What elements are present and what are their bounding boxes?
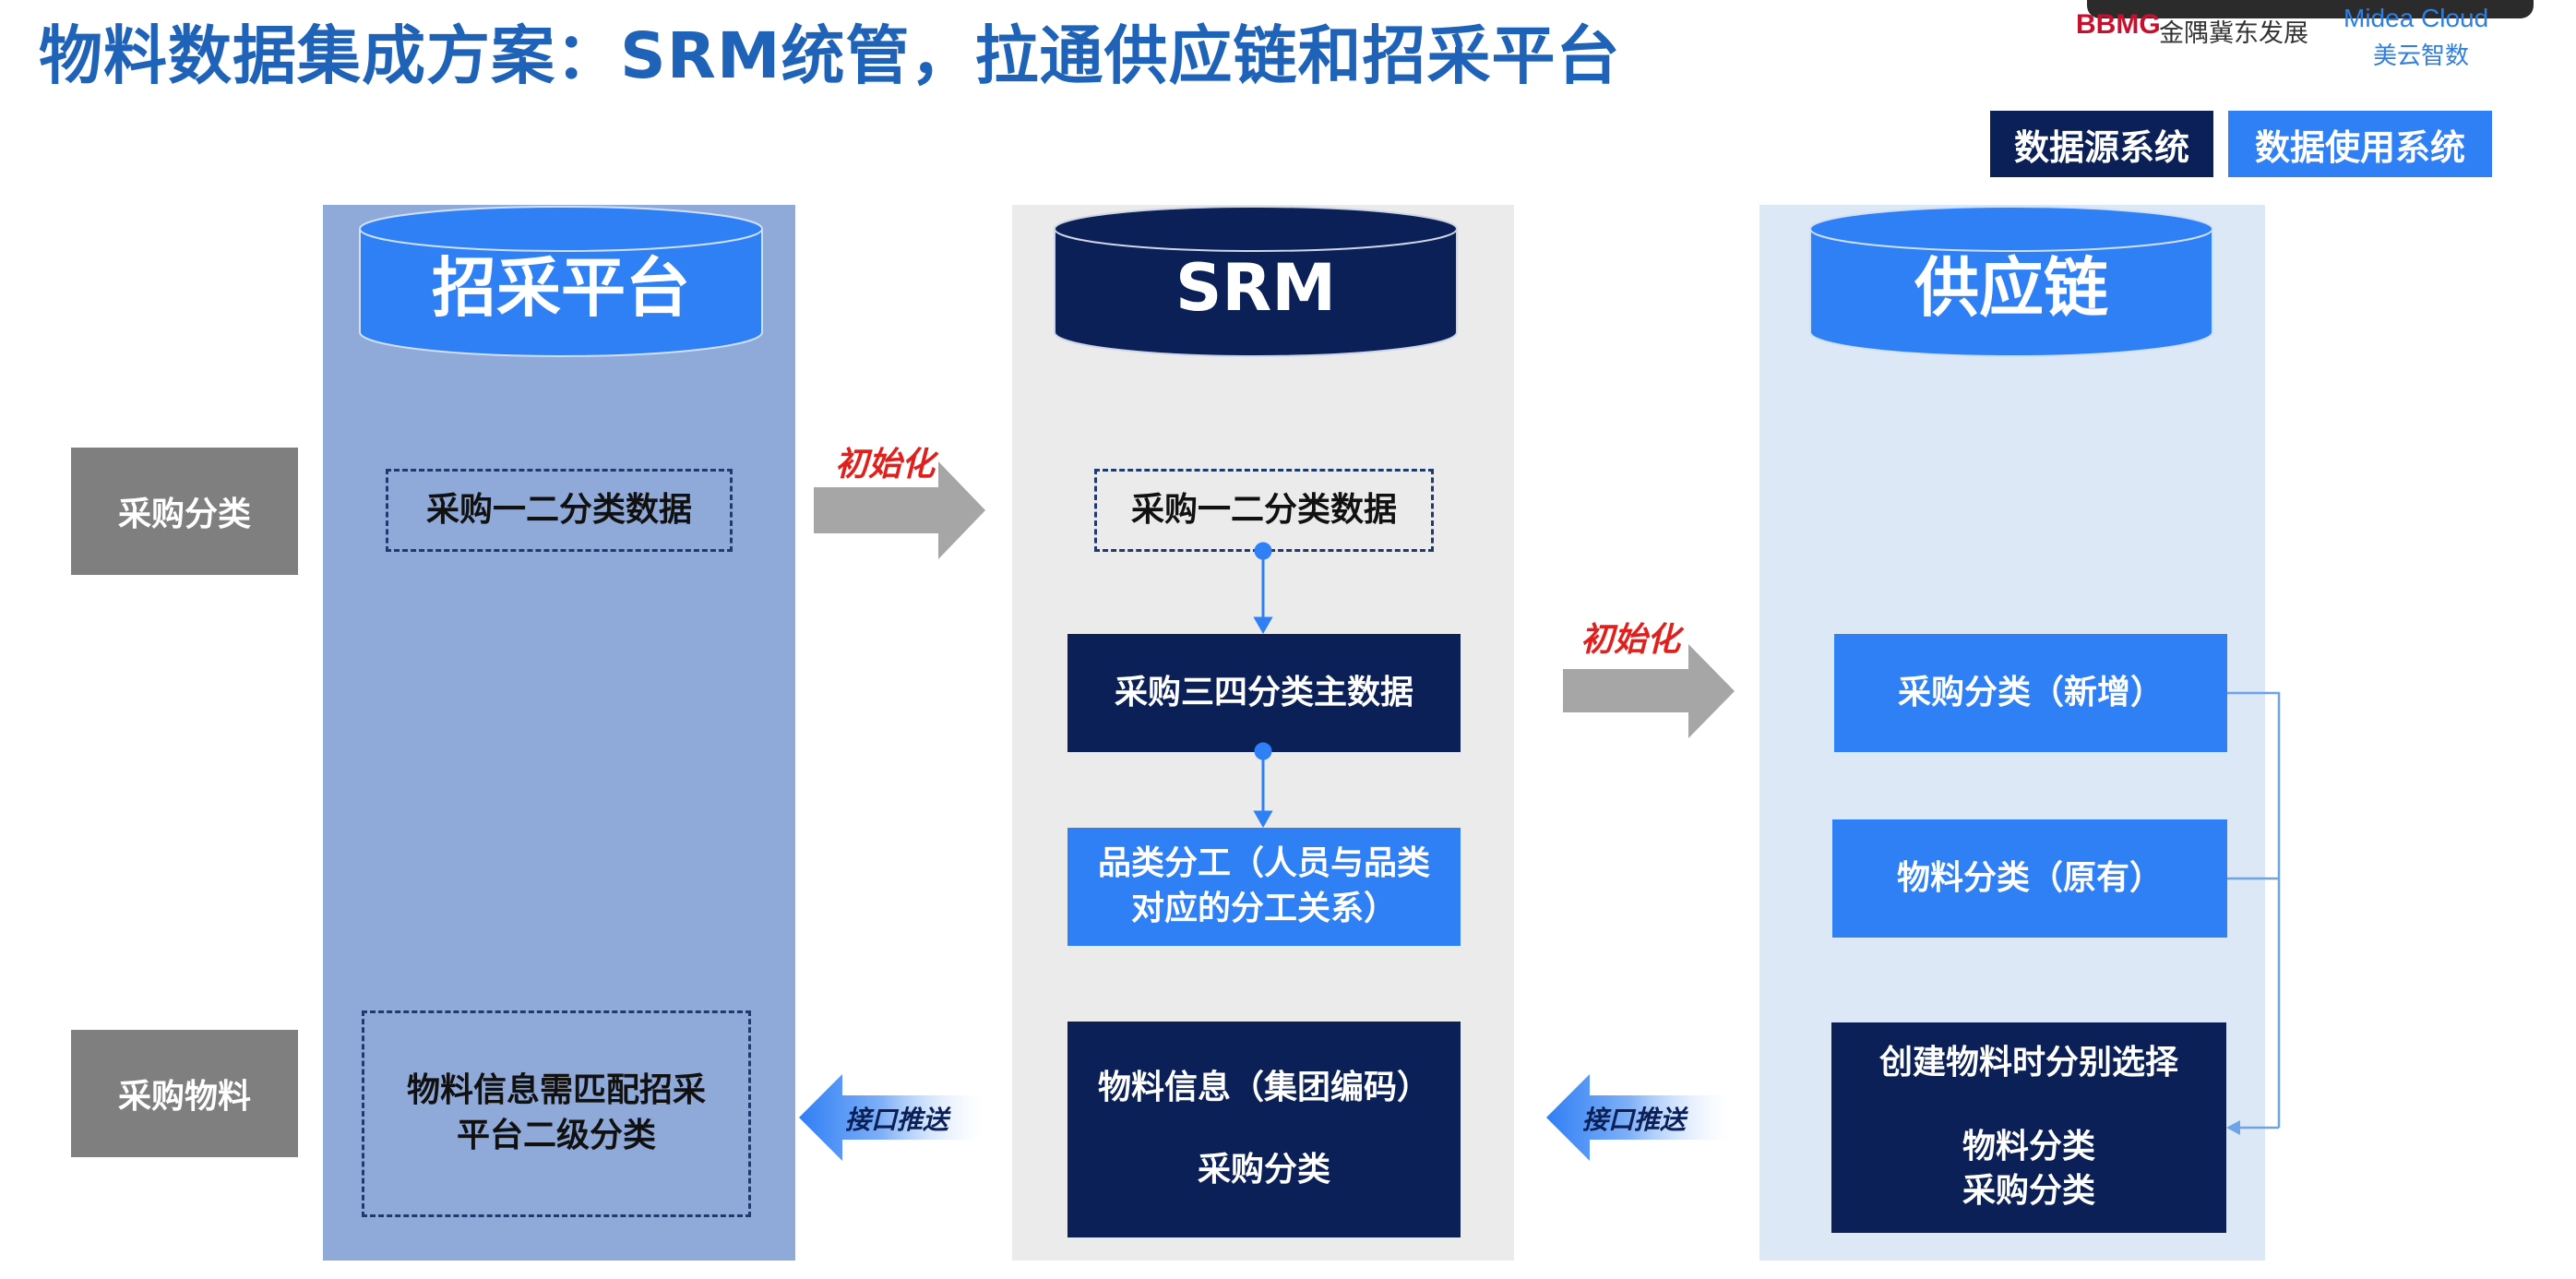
push-arrow-left-icon: [799, 1074, 984, 1161]
push-arrow-left-icon: [1546, 1074, 1731, 1161]
bbmg-logo: BBMG: [2076, 9, 2161, 40]
text-line: 平台二级分类: [456, 1117, 656, 1154]
text-line: 物料分类: [1962, 1127, 2095, 1165]
page-title: 物料数据集成方案：SRM统管，拉通供应链和招采平台: [39, 19, 1621, 93]
srm-material-info-box: 物料信息（集团编码） 采购分类: [1067, 1022, 1461, 1237]
srm-connector-2: [1253, 742, 1273, 829]
sc-new-category-box: 采购分类（新增）: [1834, 634, 2227, 752]
bracket-arrow-icon: [2226, 1120, 2240, 1135]
srm-division-box: 品类分工（人员与品类 对应的分工关系）: [1067, 828, 1461, 946]
midea-cloud-cn-logo: 美云智数: [2373, 42, 2470, 70]
cylinder-title: 供应链: [1914, 250, 2108, 326]
text-line: 采购分类: [1197, 1151, 1330, 1189]
window-top-bar: [2087, 0, 2534, 18]
init-label: 初始化: [1580, 621, 1681, 659]
srm-connector-1: [1253, 542, 1273, 635]
text-line: 对应的分工关系）: [1130, 890, 1397, 927]
sc-bracket-connector: [2227, 691, 2281, 1130]
cylinder-srm: SRM: [1053, 205, 1459, 358]
legend-source-system: 数据源系统: [1990, 111, 2213, 177]
column-bidding-platform: [323, 205, 795, 1261]
cylinder-title: 招采平台: [432, 250, 690, 326]
cylinder-supply-chain: 供应链: [1808, 205, 2214, 358]
init-arrow-right-icon: [814, 461, 985, 559]
init-arrow-right-icon: [1563, 644, 1735, 738]
left-category-data-box: 采购一二分类数据: [386, 469, 733, 552]
cylinder-title: SRM: [1175, 250, 1336, 326]
push-label: 接口推送: [1582, 1105, 1687, 1135]
text-line: 物料信息需匹配招采: [406, 1071, 706, 1110]
push-label: 接口推送: [845, 1105, 949, 1135]
left-material-match-box: 物料信息需匹配招采 平台二级分类: [362, 1010, 751, 1217]
init-label: 初始化: [835, 446, 936, 484]
srm-master-data-box: 采购三四分类主数据: [1067, 634, 1461, 752]
row-label-material: 采购物料: [71, 1030, 298, 1157]
text-line: 物料信息（集团编码）: [1097, 1069, 1430, 1107]
text-line: 品类分工（人员与品类: [1097, 844, 1430, 883]
jinyu-logo: 金隅冀东发展: [2159, 19, 2308, 48]
row-label-category: 采购分类: [71, 448, 298, 575]
text-line: 采购分类: [1962, 1172, 2095, 1211]
legend-usage-system: 数据使用系统: [2228, 111, 2492, 177]
text-line: 创建物料时分别选择: [1878, 1044, 2178, 1082]
sc-existing-category-box: 物料分类（原有）: [1832, 819, 2227, 938]
cylinder-bidding-platform: 招采平台: [358, 205, 764, 358]
midea-cloud-logo: Midea Cloud: [2343, 4, 2489, 32]
sc-create-material-box: 创建物料时分别选择 物料分类 采购分类: [1831, 1022, 2226, 1233]
